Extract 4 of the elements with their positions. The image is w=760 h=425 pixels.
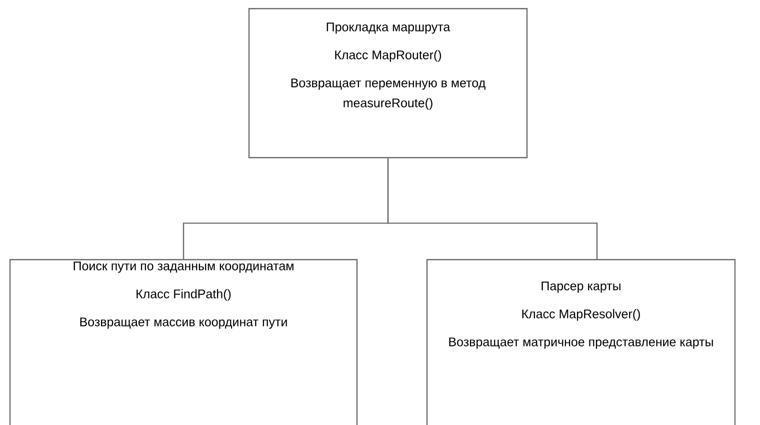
process-box: Прокладка маршрута Класс MapRouter() Возвращает переменную в метод measureRoute() [248, 8, 528, 158]
process-box: Поиск пути по заданным координатам Класс FindPath() Возвращает массив координат пути [9, 259, 358, 425]
process-box: Парсер карты Класс MapResolver() Возвращает матричное представление карты [426, 259, 736, 425]
connector-line [387, 158, 598, 259]
